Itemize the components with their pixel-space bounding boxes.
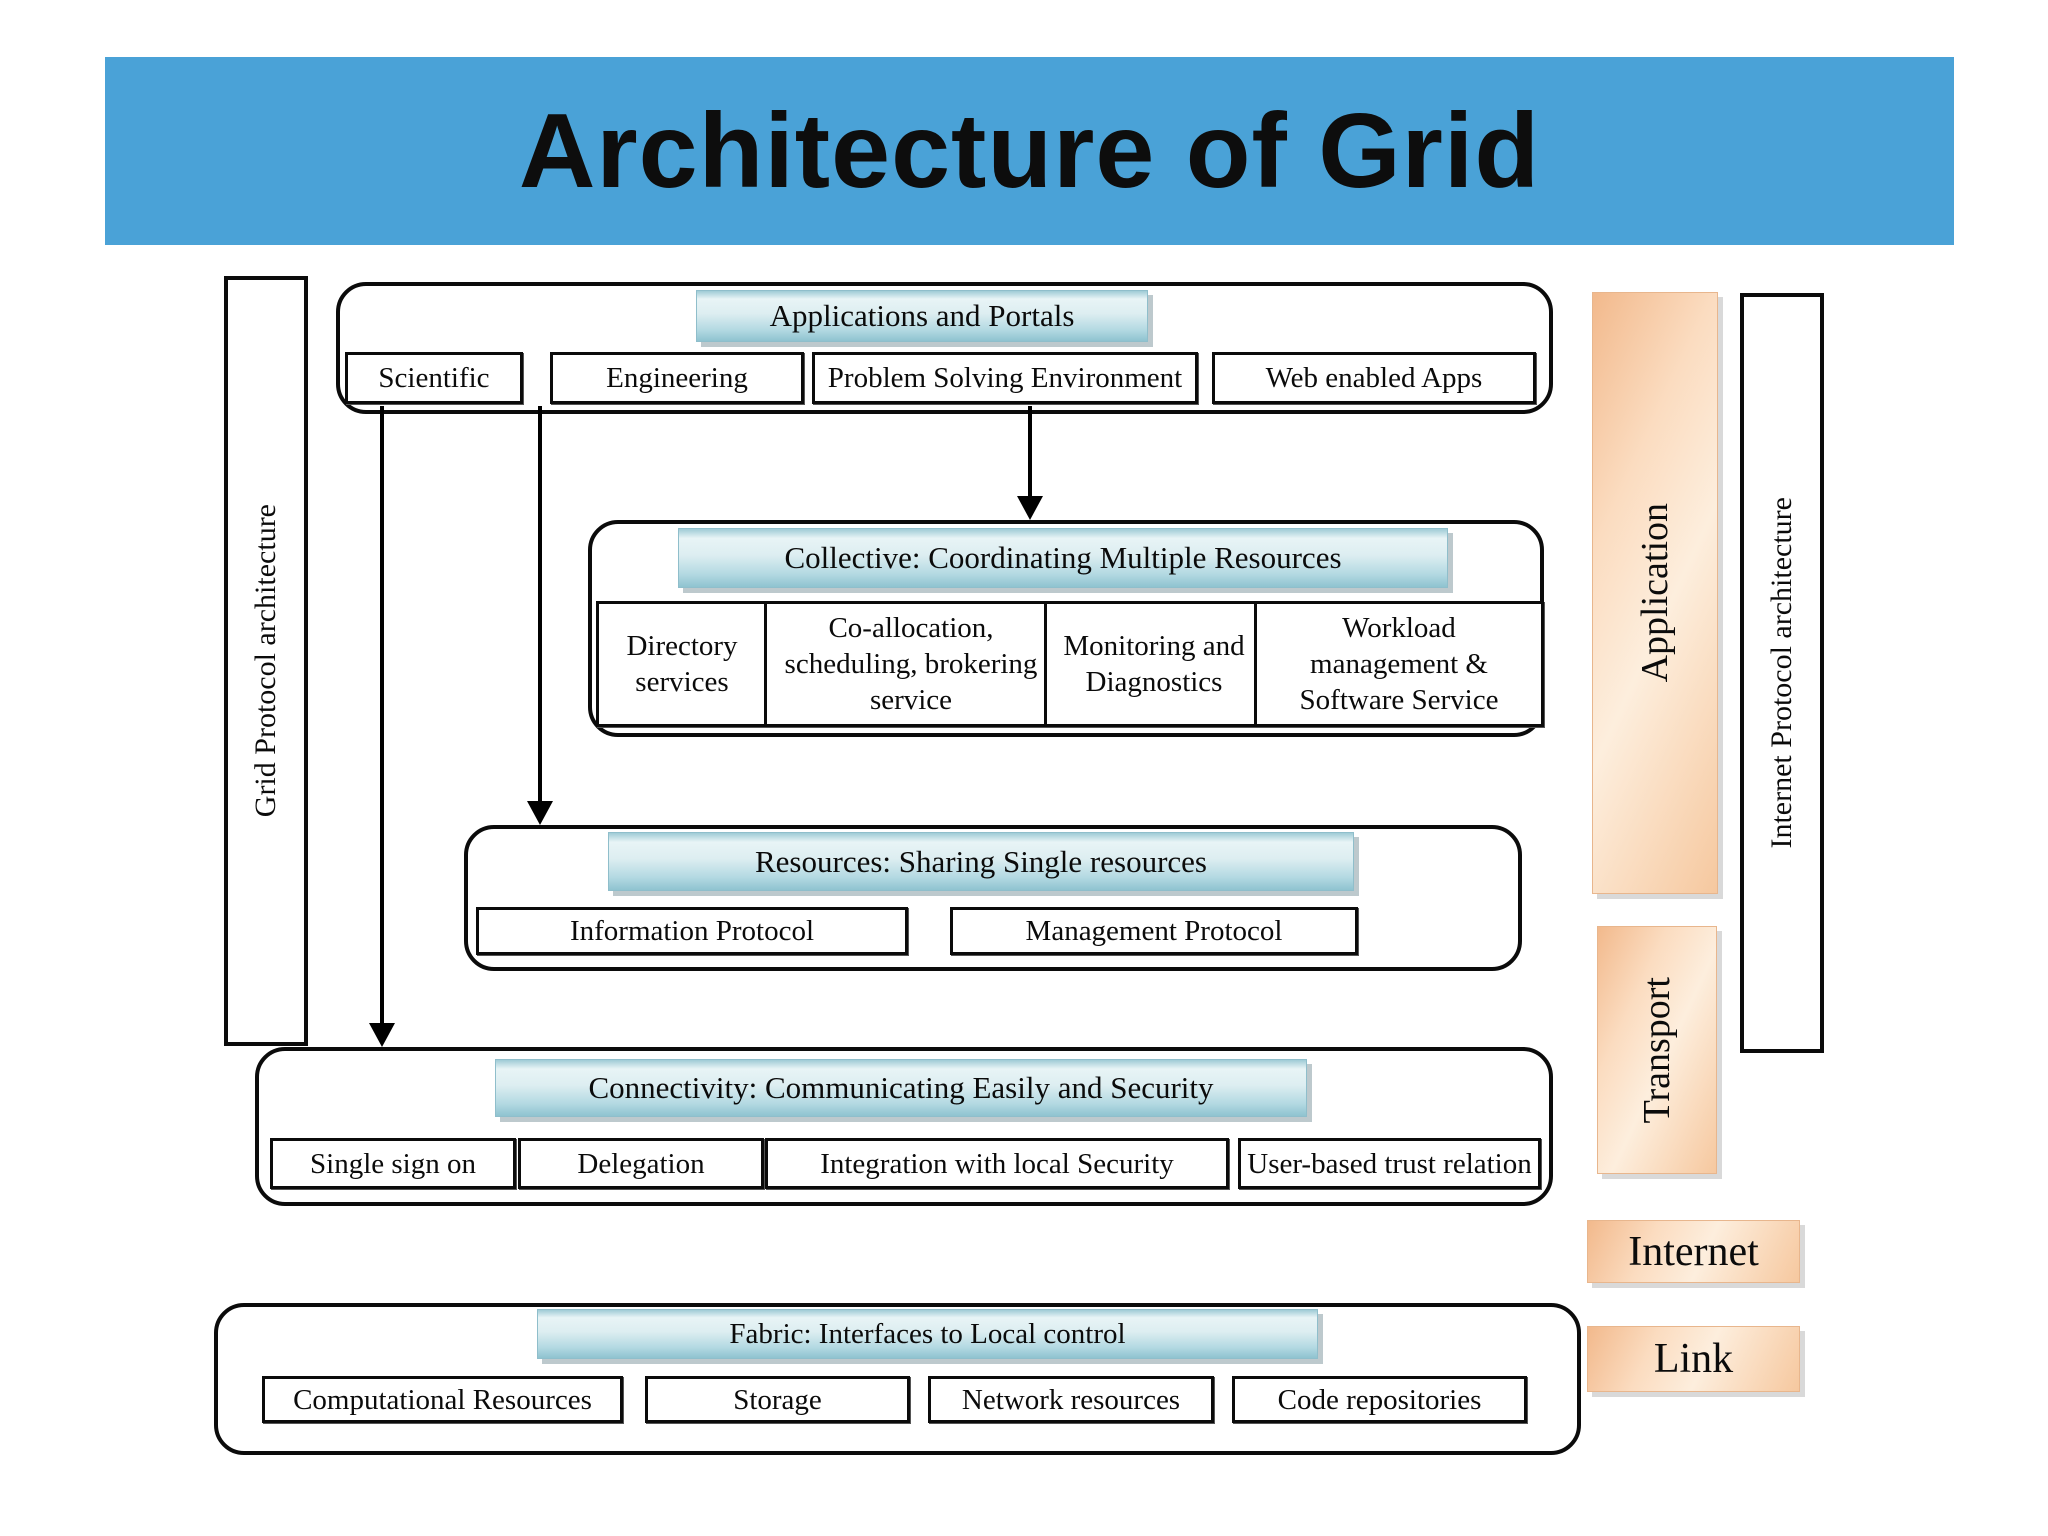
collective-item-directory-services: Directory services	[596, 601, 768, 727]
fabric-item-computational-resources: Computational Resources	[262, 1376, 623, 1423]
ip-stack-internet: Internet	[1587, 1220, 1800, 1283]
ip-stack-transport: Transport	[1597, 926, 1717, 1174]
connectivity-item-single-sign-on: Single sign on	[270, 1138, 516, 1189]
arrow-scientific-to-connectivity-line	[380, 406, 384, 1024]
title-bar: Architecture of Grid	[105, 57, 1954, 245]
ip-stack-link-label: Link	[1653, 1336, 1734, 1382]
connectivity-item-integration-local-security: Integration with local Security	[765, 1138, 1229, 1189]
arrow-engineering-to-resources-line	[538, 406, 542, 802]
resources-item-management-protocol: Management Protocol	[950, 907, 1358, 955]
page-title: Architecture of Grid	[518, 91, 1541, 210]
connectivity-item-delegation: Delegation	[518, 1138, 764, 1189]
arrow-scientific-to-connectivity-head-icon	[369, 1023, 395, 1047]
grid-protocol-architecture-bar: Grid Protocol architecture	[224, 276, 308, 1046]
collective-item-co-allocation: Co-allocation, scheduling, brokering ser…	[764, 601, 1058, 727]
fabric-item-code-repositories: Code repositories	[1232, 1376, 1527, 1423]
applications-item-web-enabled-apps: Web enabled Apps	[1212, 352, 1536, 404]
ip-stack-transport-label: Transport	[1636, 976, 1678, 1124]
layer-applications-header: Applications and Portals	[696, 290, 1148, 342]
applications-item-engineering: Engineering	[550, 352, 804, 404]
grid-protocol-architecture-label: Grid Protocol architecture	[249, 504, 282, 818]
collective-item-workload-management: Workload management & Software Service	[1254, 601, 1544, 727]
resources-item-information-protocol: Information Protocol	[476, 907, 908, 955]
layer-resources-header: Resources: Sharing Single resources	[608, 832, 1354, 891]
arrow-engineering-to-resources-head-icon	[527, 801, 553, 825]
arrow-pse-to-collective-line	[1028, 406, 1032, 498]
ip-stack-application-label: Application	[1634, 503, 1676, 683]
connectivity-item-user-based-trust: User-based trust relation	[1238, 1138, 1541, 1189]
layer-collective-header: Collective: Coordinating Multiple Resour…	[678, 528, 1448, 588]
internet-protocol-architecture-bar: Internet Protocol architecture	[1740, 293, 1824, 1053]
layer-connectivity-header: Connectivity: Communicating Easily and S…	[495, 1059, 1307, 1117]
layer-fabric-header: Fabric: Interfaces to Local control	[537, 1309, 1318, 1359]
ip-stack-application: Application	[1592, 292, 1718, 894]
internet-protocol-architecture-label: Internet Protocol architecture	[1765, 497, 1798, 849]
ip-stack-internet-label: Internet	[1628, 1228, 1759, 1275]
fabric-item-network-resources: Network resources	[928, 1376, 1214, 1423]
fabric-item-storage: Storage	[645, 1376, 910, 1423]
applications-item-scientific: Scientific	[345, 352, 523, 404]
arrow-pse-to-collective-head-icon	[1017, 496, 1043, 520]
collective-item-monitoring-diagnostics: Monitoring and Diagnostics	[1044, 601, 1264, 727]
applications-item-problem-solving-environment: Problem Solving Environment	[812, 352, 1198, 404]
ip-stack-link: Link	[1587, 1326, 1800, 1392]
